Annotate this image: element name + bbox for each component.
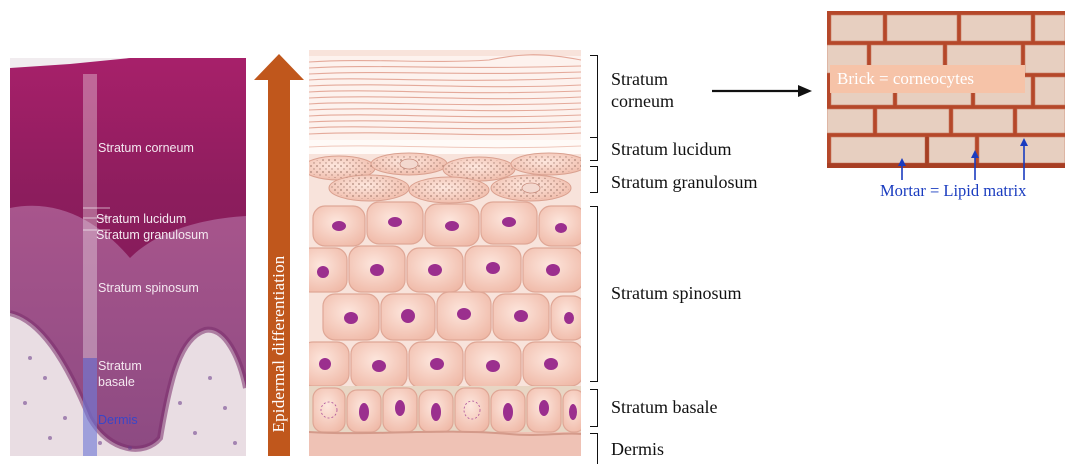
histology-label-basale-line2: basale	[98, 376, 135, 389]
mortar-arrows	[880, 138, 1060, 182]
brick-caption: Brick = corneocytes	[830, 65, 1025, 93]
histology-label-granulosum: Stratum granulosum	[96, 229, 209, 242]
layer-label-lucidum: Stratum lucidum	[611, 138, 732, 160]
layer-label-spinosum: Stratum spinosum	[611, 282, 742, 304]
bracket-lucidum	[590, 137, 598, 161]
layer-label-corneum-line1: Stratum	[611, 68, 668, 90]
histology-label-spinosum: Stratum spinosum	[98, 282, 199, 295]
histology-label-lucidum: Stratum lucidum	[96, 213, 186, 226]
bracket-basale	[590, 389, 598, 427]
histology-label-dermis: Dermis	[98, 414, 138, 427]
layer-label-basale: Stratum basale	[611, 396, 717, 418]
histology-micrograph: Stratum corneum Stratum lucidum Stratum …	[10, 58, 246, 456]
mortar-caption: Mortar = Lipid matrix	[880, 181, 1026, 201]
bracket-spinosum	[590, 206, 598, 382]
corneum-to-brick-arrow	[712, 84, 812, 98]
layer-label-dermis: Dermis	[611, 438, 664, 460]
layer-label-corneum-line2: corneum	[611, 90, 674, 112]
differentiation-arrow-label: Epidermal differentiation	[269, 256, 289, 433]
layer-label-granulosum: Stratum granulosum	[611, 171, 758, 193]
skin-layers-illustration	[309, 50, 581, 456]
bracket-corneum	[590, 55, 598, 138]
histology-label-basale-line1: Stratum	[98, 360, 142, 373]
bracket-dermis	[590, 433, 598, 464]
histology-label-corneum: Stratum corneum	[98, 142, 194, 155]
bracket-granulosum	[590, 166, 598, 193]
